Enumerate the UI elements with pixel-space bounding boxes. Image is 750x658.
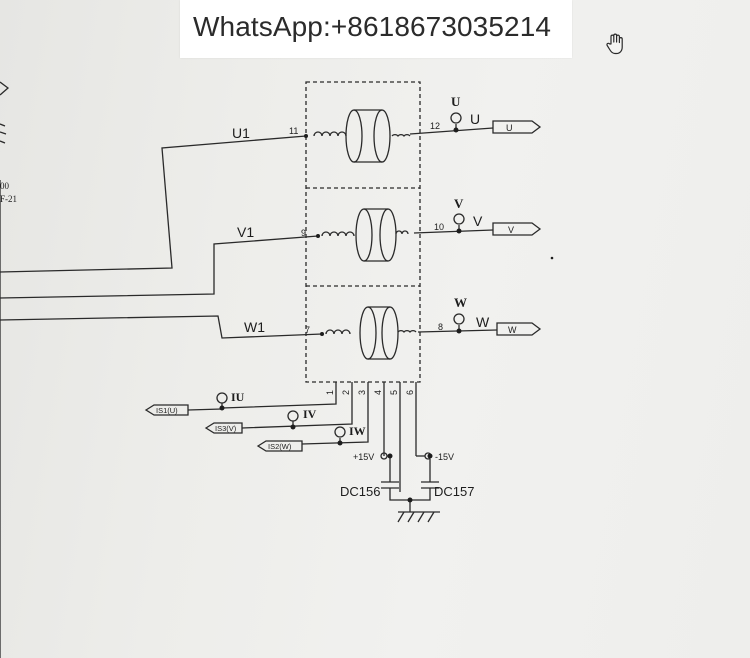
ground-hatch	[407, 511, 415, 523]
margin-dash	[0, 131, 7, 135]
terminal-plus15-icon	[380, 452, 388, 460]
junction-dot	[337, 440, 343, 446]
connector-w-outline	[496, 322, 542, 336]
wire-is1	[187, 408, 223, 411]
junction-dot	[304, 134, 308, 138]
input-wire-v1	[0, 235, 319, 299]
bottom-pin-number: 1	[325, 390, 335, 395]
margin-fragment-b: F-21	[0, 194, 17, 204]
margin-arrow-fragment	[0, 81, 10, 96]
test-point-label-iw: IW	[349, 424, 366, 438]
test-point-label-iu: IU	[231, 390, 245, 404]
sensor-core-v	[355, 208, 373, 262]
junction-dot	[456, 228, 462, 234]
input-wire-u1	[0, 135, 307, 273]
sensor-core-w-back	[381, 306, 399, 360]
test-point-iw-icon	[334, 426, 346, 438]
capacitor-label-dc156: DC156	[340, 484, 380, 499]
connector-label-u: U	[506, 123, 513, 133]
inductor-coil-w-out	[397, 330, 417, 333]
connector-label-is1: IS1(U)	[156, 406, 178, 415]
bottom-pin-number: 2	[341, 390, 351, 395]
connector-label-w: W	[508, 325, 517, 335]
test-point-label-w: W	[454, 295, 467, 310]
margin-dash	[0, 123, 6, 127]
supply-label-positive: +15V	[353, 452, 374, 462]
junction-dot	[427, 453, 433, 459]
junction-dot	[320, 332, 324, 336]
test-point-w-icon	[453, 313, 465, 325]
label-u1: U1	[232, 125, 250, 141]
junction-dot	[219, 405, 225, 411]
sensor-core-w	[359, 306, 377, 360]
connector-is3-outline	[204, 422, 243, 434]
test-point-u-icon	[450, 112, 462, 124]
ground-hatch	[397, 511, 405, 523]
inductor-coil-w	[325, 329, 351, 335]
lead-pin-1	[221, 382, 337, 409]
output-wire-v	[413, 229, 494, 234]
sensor-core-u-back	[373, 109, 391, 163]
pin-number: 10	[434, 222, 444, 232]
pin-number: 7	[305, 325, 310, 335]
capacitor-dc157-ground-lead	[410, 488, 431, 501]
test-point-iu-icon	[216, 392, 228, 404]
net-label-w: W	[476, 314, 490, 330]
junction-dot	[453, 127, 459, 133]
connector-label-v: V	[508, 225, 514, 235]
input-wire-w1	[0, 315, 323, 339]
lead-pin-3	[301, 382, 369, 445]
inductor-coil-v-out	[395, 230, 409, 235]
connector-v-outline	[492, 222, 542, 236]
connector-u-outline	[492, 120, 542, 134]
sensor-module-outline	[305, 81, 421, 383]
bottom-pin-number: 3	[357, 390, 367, 395]
bottom-pin-number: 6	[405, 390, 415, 395]
net-label-v: V	[473, 213, 483, 229]
junction-dot	[456, 328, 462, 334]
lead-pin-2	[241, 382, 353, 429]
junction-dot	[290, 424, 296, 430]
connector-label-is2: IS2(W)	[268, 442, 292, 451]
sensor-core-u	[345, 109, 363, 163]
test-point-label-u: U	[451, 94, 461, 109]
junction-dot	[407, 497, 413, 503]
capacitor-dc156-ground-lead	[389, 488, 410, 501]
junction-dot	[387, 453, 393, 459]
sensor-core-v-back	[379, 208, 397, 262]
test-point-iv-icon	[287, 410, 299, 422]
test-point-label-v: V	[454, 196, 464, 211]
test-point-label-iv: IV	[303, 407, 317, 421]
inductor-coil-v	[321, 231, 355, 237]
inductor-coil-u	[313, 131, 347, 137]
bottom-pin-number: 5	[389, 390, 399, 395]
connector-is2-outline	[256, 440, 303, 452]
margin-fragment-a: 00	[0, 181, 10, 191]
ground-hatch	[427, 511, 435, 523]
connector-label-is3: IS3(V)	[215, 424, 237, 433]
test-point-v-icon	[453, 213, 465, 225]
capacitor-label-dc157: DC157	[434, 484, 474, 499]
pin-number: 11	[289, 126, 298, 136]
margin-dash	[0, 140, 6, 144]
supply-label-negative: -15V	[435, 452, 454, 462]
watermark-text: WhatsApp:+8618673035214	[193, 11, 552, 42]
ground-hatch	[417, 511, 425, 523]
pin-number: 8	[438, 322, 443, 332]
pin-number: 12	[430, 121, 440, 131]
inductor-coil-u-out	[391, 134, 411, 137]
label-w1: W1	[244, 319, 265, 335]
output-wire-u	[409, 127, 494, 135]
junction-dot	[316, 234, 320, 238]
pin-number: 9	[301, 228, 306, 238]
label-v1: V1	[237, 224, 254, 240]
watermark-banner: WhatsApp:+8618673035214	[180, 0, 572, 58]
bottom-pin-number: 4	[373, 390, 383, 395]
stray-mark	[550, 256, 554, 260]
net-label-u: U	[470, 111, 480, 127]
hand-cursor-icon	[606, 33, 623, 55]
